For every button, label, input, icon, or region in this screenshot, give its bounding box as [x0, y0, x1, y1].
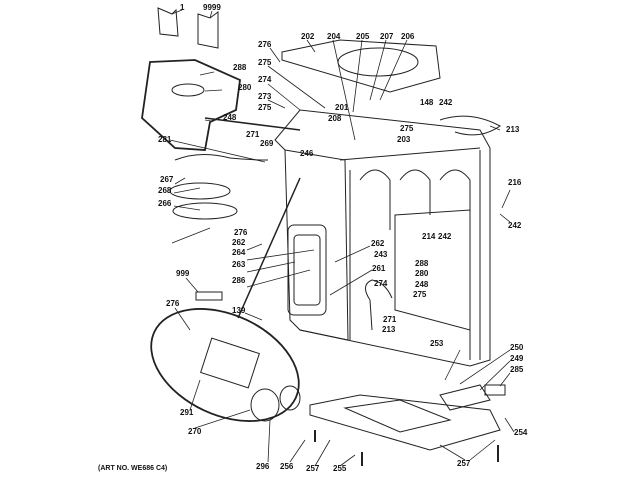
door-gasket-part: [287, 224, 327, 316]
part-label: 148: [420, 98, 434, 107]
part-label: 266: [158, 199, 172, 208]
base-frame-part: [309, 394, 501, 451]
part-label: 262: [232, 238, 246, 247]
part-label: 264: [232, 248, 246, 257]
top-cover-part: [281, 39, 441, 93]
part-label: 275: [258, 58, 272, 67]
part-label: 213: [382, 325, 396, 334]
part-label: 205: [356, 32, 370, 41]
part-label: 275: [258, 103, 272, 112]
pump-filter-part: [484, 384, 506, 396]
top-cover-opening: [337, 47, 419, 77]
part-label: 276: [234, 228, 248, 237]
part-label: 250: [510, 343, 524, 352]
part-label: 275: [413, 290, 427, 299]
part-label: 280: [415, 269, 429, 278]
water-hose-part: [169, 182, 231, 200]
part-label: 243: [374, 250, 388, 259]
control-panel-callout: [150, 308, 300, 422]
part-label: 291: [180, 408, 194, 417]
part-label: 296: [256, 462, 270, 471]
part-label: 201: [335, 103, 349, 112]
part-label: 9999: [203, 3, 221, 12]
part-label: 249: [510, 354, 524, 363]
part-label: 253: [430, 339, 444, 348]
part-label: 207: [380, 32, 394, 41]
leveling-legs: [314, 430, 499, 466]
water-hose-part-2: [172, 202, 238, 220]
part-label: 202: [301, 32, 315, 41]
part-label: 274: [374, 279, 388, 288]
part-label: 273: [258, 92, 272, 101]
detergent-dispenser-callout: [141, 59, 241, 151]
part-label: 139: [232, 306, 246, 315]
part-label: 213: [506, 125, 520, 134]
part-label: 204: [327, 32, 341, 41]
part-label: 246: [300, 149, 314, 158]
part-label: 288: [233, 63, 247, 72]
wire-harness-part: [439, 115, 501, 136]
part-label: 255: [333, 464, 347, 473]
part-label: 271: [246, 130, 260, 139]
part-label: 216: [508, 178, 522, 187]
part-label: 285: [510, 365, 524, 374]
part-label: 274: [258, 75, 272, 84]
control-panel-part: [200, 337, 260, 389]
part-label: 214: [422, 232, 436, 241]
part-label: 242: [439, 98, 453, 107]
part-label: 280: [238, 83, 252, 92]
part-label: 261: [372, 264, 386, 273]
part-label: 263: [232, 260, 246, 269]
part-label: 286: [232, 276, 246, 285]
part-label: 271: [383, 315, 397, 324]
part-label: 262: [371, 239, 385, 248]
dispenser-knob-part: [171, 83, 205, 97]
part-label: 288: [415, 259, 429, 268]
part-label: 256: [280, 462, 294, 471]
part-label: 242: [438, 232, 452, 241]
owner-manual-part: [157, 7, 179, 37]
knob-part: [250, 388, 280, 422]
drain-valve-part: [195, 291, 223, 301]
part-label: 268: [158, 186, 172, 195]
part-label: 275: [400, 124, 414, 133]
part-label: 248: [223, 113, 237, 122]
part-label: 269: [260, 139, 274, 148]
rear-panel-opening: [394, 209, 471, 331]
drain-pump-part: [439, 384, 491, 411]
part-label: 248: [415, 280, 429, 289]
drain-hose-part: [365, 279, 393, 331]
part-label: 267: [160, 175, 174, 184]
part-label: 254: [514, 428, 528, 437]
part-label: 999: [176, 269, 190, 278]
part-label: 276: [166, 299, 180, 308]
art-number: (ART NO. WE686 C4): [98, 465, 168, 472]
part-label: 242: [508, 221, 522, 230]
part-label: 203: [397, 135, 411, 144]
part-label: 257: [457, 459, 471, 468]
part-label: 257: [306, 464, 320, 473]
part-label: 1: [180, 3, 185, 12]
part-label: 208: [328, 114, 342, 123]
part-label: 281: [158, 135, 172, 144]
part-label: 276: [258, 40, 272, 49]
leader-lines: [169, 9, 515, 467]
installation-instructions-part: [197, 11, 219, 49]
part-label: 206: [401, 32, 415, 41]
part-label: 270: [188, 427, 202, 436]
